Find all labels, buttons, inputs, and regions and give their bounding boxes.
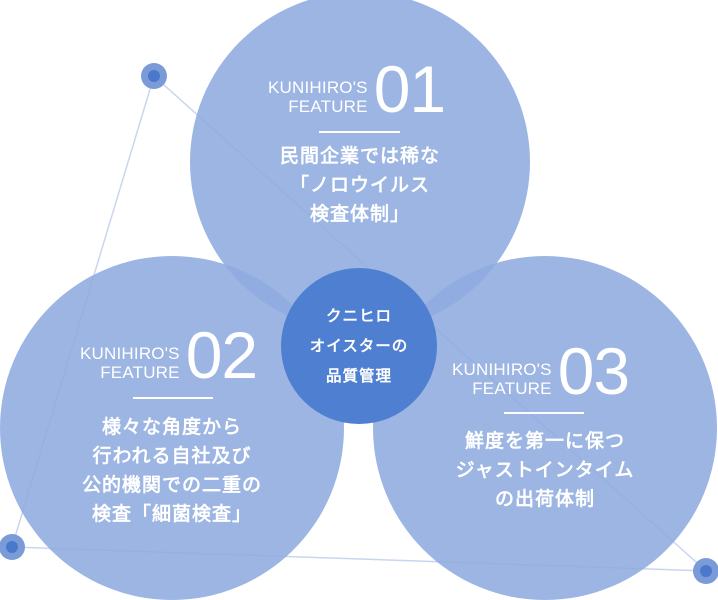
feature-kicker: KUNIHIRO'S FEATURE [452,360,552,398]
feature-kicker: KUNIHIRO'S FEATURE [268,78,368,116]
node-dot [693,558,718,584]
node-dot [141,63,167,89]
feature-number: 03 [557,334,630,408]
feature-03-heading: KUNIHIRO'S FEATURE 03 [452,334,630,408]
feature-description: 鮮度を第一に保つ ジャストインタイム の出荷体制 [455,430,635,510]
center-circle [281,268,437,424]
feature-number: 02 [185,318,258,392]
feature-circle-01 [190,0,530,332]
feature-divider [133,397,213,399]
feature-circle-02 [0,256,344,600]
feature-01-heading: KUNIHIRO'S FEATURE 01 [268,52,446,126]
feature-circle-03 [373,256,717,600]
feature-description: 民間企業では稀な 「ノロウイルス 検査体制」 [279,145,440,225]
feature-divider [504,412,584,414]
feature-kicker: KUNIHIRO'S FEATURE [80,344,180,382]
feature-number: 01 [373,52,446,126]
feature-02-heading: KUNIHIRO'S FEATURE 02 [80,318,258,392]
node-dot [0,534,25,560]
feature-divider [319,131,400,133]
center-label: クニヒロ オイスターの 品質管理 [309,307,409,385]
node-dots [0,63,718,584]
feature-description: 様々な角度から 行われる自社及び 公的機関での二重の 検査「細菌検査」 [81,416,262,525]
